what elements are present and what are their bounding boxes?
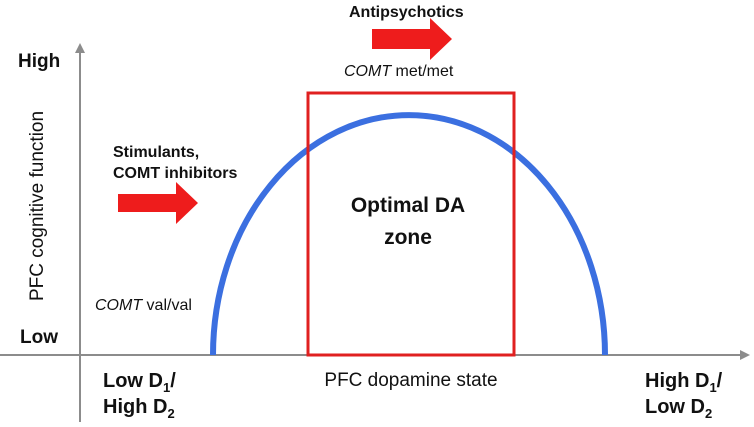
right-arrow-icon [372, 18, 452, 60]
y-axis-high-label: High [18, 51, 60, 72]
x-axis-title: PFC dopamine state [324, 370, 497, 391]
x-axis-right-label-line2: Low D2 [645, 396, 712, 421]
comt-met-met-label: COMT met/met [344, 63, 454, 80]
comt-val-val-label: COMT val/val [95, 297, 192, 314]
optimal-zone-label-line1: Optimal DA [351, 194, 465, 217]
optimal-zone-label-line2: zone [384, 226, 432, 249]
comt-inhibitors-label: COMT inhibitors [113, 165, 238, 182]
y-axis-title: PFC cognitive function [27, 111, 48, 301]
stimulants-label: Stimulants, [113, 144, 199, 161]
inverted-u-curve [210, 112, 608, 356]
optimal-zone-box [306, 91, 516, 357]
x-axis-right-label-line1: High D1/ [645, 370, 723, 395]
right-arrow-icon [118, 182, 198, 224]
y-axis-low-label: Low [20, 327, 58, 348]
x-axis-left-label-line1: Low D1/ [103, 370, 176, 395]
x-axis-left-label-line2: High D2 [103, 396, 175, 421]
antipsychotics-label: Antipsychotics [349, 4, 464, 21]
